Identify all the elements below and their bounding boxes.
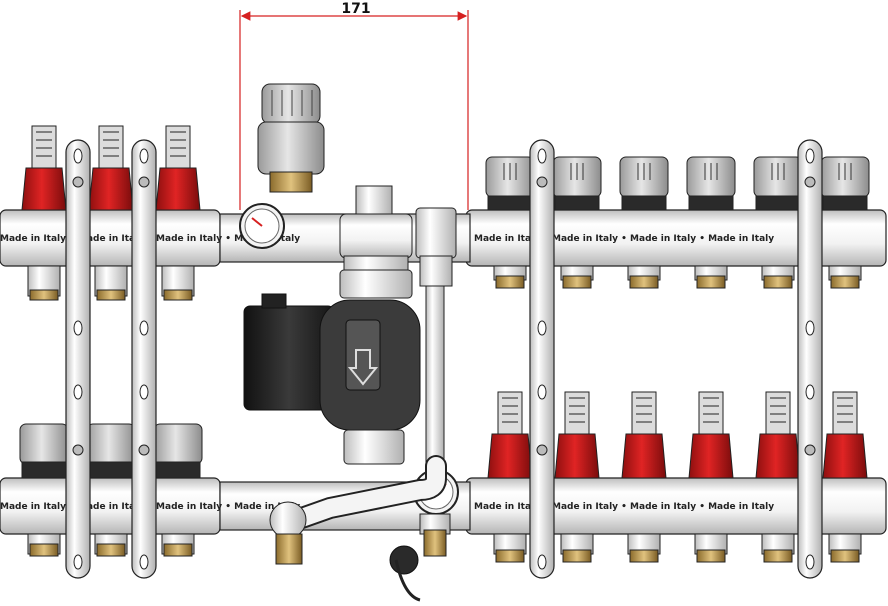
mounting-bracket <box>797 139 823 579</box>
thermostatic-cap-valve <box>19 423 69 557</box>
flow-meter-valve <box>155 125 201 301</box>
flow-meter-valve <box>554 391 600 563</box>
thermostatic-cap-valve <box>86 423 136 557</box>
flow-meter-valve <box>88 125 134 301</box>
thermostatic-cap-valve <box>552 156 602 289</box>
left-lower-valve-group <box>19 423 203 557</box>
thermostatic-cap-valve <box>686 156 736 289</box>
mixing-valve-body <box>339 185 413 299</box>
flow-meter-valve <box>21 125 67 301</box>
dimension-label: 171 <box>341 1 370 17</box>
left-upper-valve-group <box>21 125 201 301</box>
mounting-bracket <box>131 139 157 579</box>
right-upper-valve-group <box>485 156 870 289</box>
flow-meter-valve <box>688 391 734 563</box>
pipe-marking-upper-right: Made in Italy • Made in Italy • Made in … <box>474 234 774 244</box>
thermostatic-head <box>257 83 325 193</box>
thermostatic-cap-valve <box>619 156 669 289</box>
right-lower-valve-group <box>487 391 868 563</box>
thermostatic-cap-valve <box>485 156 535 289</box>
return-bend-pipe <box>269 455 447 565</box>
bypass-pipe <box>415 207 457 467</box>
flow-meter-valve <box>487 391 533 563</box>
circulation-pump <box>243 293 421 465</box>
temperature-gauge-upper <box>239 203 285 249</box>
flow-meter-valve <box>621 391 667 563</box>
mounting-brackets <box>65 139 823 579</box>
drain-valve <box>389 513 451 602</box>
dimension-annotation: 171 <box>239 1 469 210</box>
flow-meter-valve <box>822 391 868 563</box>
mounting-bracket <box>529 139 555 579</box>
flow-meter-valve <box>755 391 801 563</box>
thermostatic-cap-valve <box>753 156 803 289</box>
pipe-marking-lower-right: Made in Italy • Made in Italy • Made in … <box>474 502 774 512</box>
mounting-bracket <box>65 139 91 579</box>
thermostatic-cap-valve <box>153 423 203 557</box>
